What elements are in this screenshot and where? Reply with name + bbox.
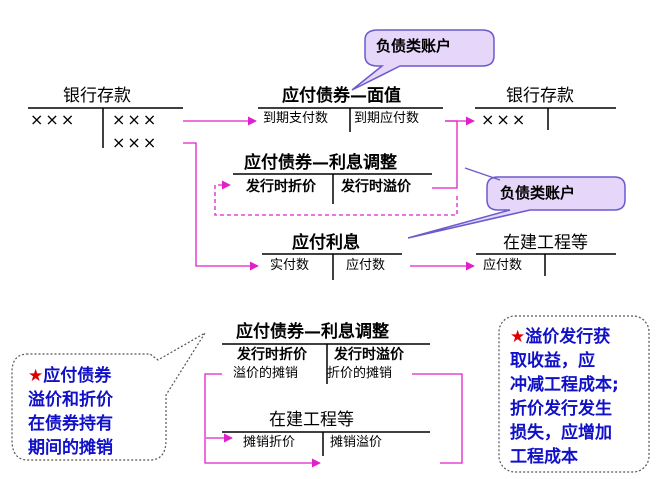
bank-right-debit: ×××	[481, 110, 528, 129]
note-left-bubble	[11, 332, 206, 461]
bank-left-credit-2: ×××	[112, 133, 159, 152]
bottom-interest-debit-sub: 溢价的摊销	[233, 366, 299, 381]
bottom-interest-title: 应付债券—利息调整	[236, 322, 389, 342]
arrow-bottom-left-loop	[204, 373, 321, 468]
bottom-interest-credit: 发行时溢价	[334, 347, 404, 363]
bonds-face-credit: 到期应付数	[354, 111, 420, 126]
star-icon: ★	[510, 327, 526, 347]
note-right-line-5: 损失，应增加	[510, 423, 612, 443]
bank-left-debit: ×××	[30, 110, 77, 129]
bonds-face-debit: 到期支付数	[263, 111, 329, 126]
note-left-line-4: 期间的摊销	[28, 438, 113, 458]
star-icon: ★	[28, 366, 44, 386]
arrow-bonds-interest-to-face	[432, 120, 458, 189]
construction-top-debit: 应付数	[483, 258, 523, 273]
interest-payable-credit: 应付数	[346, 258, 386, 273]
note-left-line-3: 在债券持有	[28, 414, 113, 434]
bottom-construction-credit: 摊销溢价	[330, 435, 383, 450]
bank-left-credit-1: ×××	[112, 110, 159, 129]
bottom-construction-title: 在建工程等	[269, 410, 354, 430]
bonds-interest-title: 应付债券—利息调整	[244, 153, 397, 173]
interest-payable-title: 应付利息	[292, 233, 360, 253]
note-right-bubble	[498, 315, 650, 473]
callout-mid-bubble	[407, 176, 626, 239]
interest-payable-debit: 实付数	[270, 258, 310, 273]
note-right-text: ★溢价发行获 取收益，应 冲减工程成本; 折价发行发生 损失，应增加 工程成本	[510, 325, 648, 469]
note-left-text: ★应付债券 溢价和折价 在债券持有 期间的摊销	[28, 364, 163, 460]
bank-right-title: 银行存款	[506, 86, 574, 106]
construction-top-title: 在建工程等	[503, 233, 588, 253]
note-right-line-1: 溢价发行获	[525, 327, 611, 347]
callout-top-bubble	[351, 29, 495, 91]
callout-mid-label: 负债类账户	[500, 184, 576, 202]
bonds-face-title: 应付债券—面值	[282, 86, 401, 106]
arrow-dashed-loop	[214, 180, 458, 216]
bonds-interest-debit: 发行时折价	[246, 179, 316, 195]
callout-top-label: 负债类账户	[376, 37, 452, 55]
bottom-interest-credit-sub: 折价的摊销	[327, 366, 393, 381]
bottom-construction-debit: 摊销折价	[243, 435, 296, 450]
bank-left-title: 银行存款	[63, 86, 131, 106]
arrow-bank-to-interest-payable	[183, 142, 259, 271]
note-right-line-3: 冲减工程成本;	[510, 375, 619, 395]
note-right-line-2: 取收益，应	[510, 351, 595, 371]
arrow-bottom-right-loop	[412, 373, 463, 464]
note-left-line-2: 溢价和折价	[28, 390, 113, 410]
bonds-interest-credit: 发行时溢价	[341, 179, 411, 195]
note-left-line-1: 应付债券	[43, 366, 112, 386]
callout-mid-pointer-top	[464, 167, 501, 181]
bottom-interest-debit: 发行时折价	[237, 347, 307, 363]
note-right-line-6: 工程成本	[510, 447, 578, 467]
note-right-line-4: 折价发行发生	[510, 399, 612, 419]
